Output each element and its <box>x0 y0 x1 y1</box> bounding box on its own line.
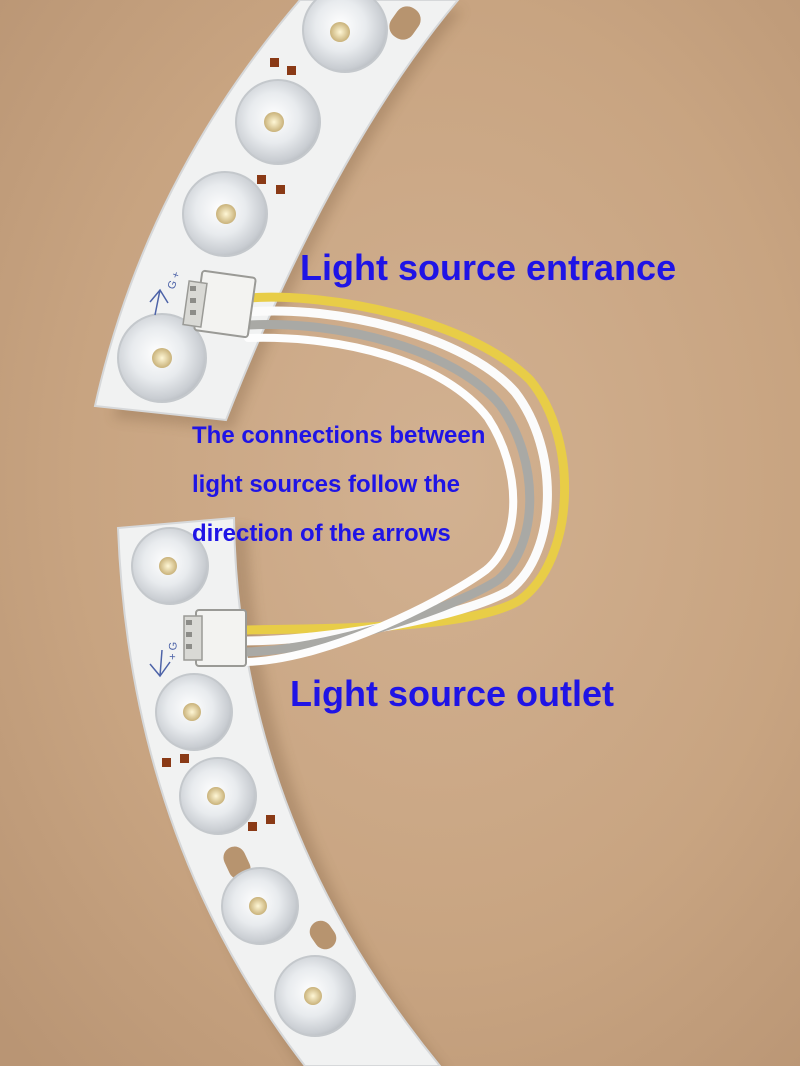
led-lens <box>179 757 257 835</box>
wire-harness <box>240 292 570 666</box>
mounting-slot <box>309 920 337 950</box>
outlet-label: Light source outlet <box>290 673 614 714</box>
led-lens <box>117 313 207 403</box>
led-lens <box>302 0 388 73</box>
note-line-3: direction of the arrows <box>192 520 451 547</box>
connector-entrance <box>182 269 257 339</box>
entrance-label: Light source entrance <box>300 247 677 288</box>
led-lens <box>182 171 268 257</box>
solder-pads <box>162 754 275 831</box>
note-line-2: light sources follow the <box>192 471 461 498</box>
connector-outlet <box>183 609 247 667</box>
led-lens <box>155 673 233 751</box>
board-marking-outlet: + G <box>167 642 180 660</box>
mounting-slot <box>389 6 421 40</box>
led-lens <box>221 867 299 945</box>
arrow-mark <box>149 288 169 316</box>
board-marking-entrance: G + <box>166 270 183 291</box>
led-lens <box>274 955 356 1037</box>
solder-pads <box>257 58 296 194</box>
note-line-1: The connections between <box>192 422 486 449</box>
led-lens <box>131 527 209 605</box>
arrow-mark <box>149 649 171 678</box>
led-lens <box>235 79 321 165</box>
